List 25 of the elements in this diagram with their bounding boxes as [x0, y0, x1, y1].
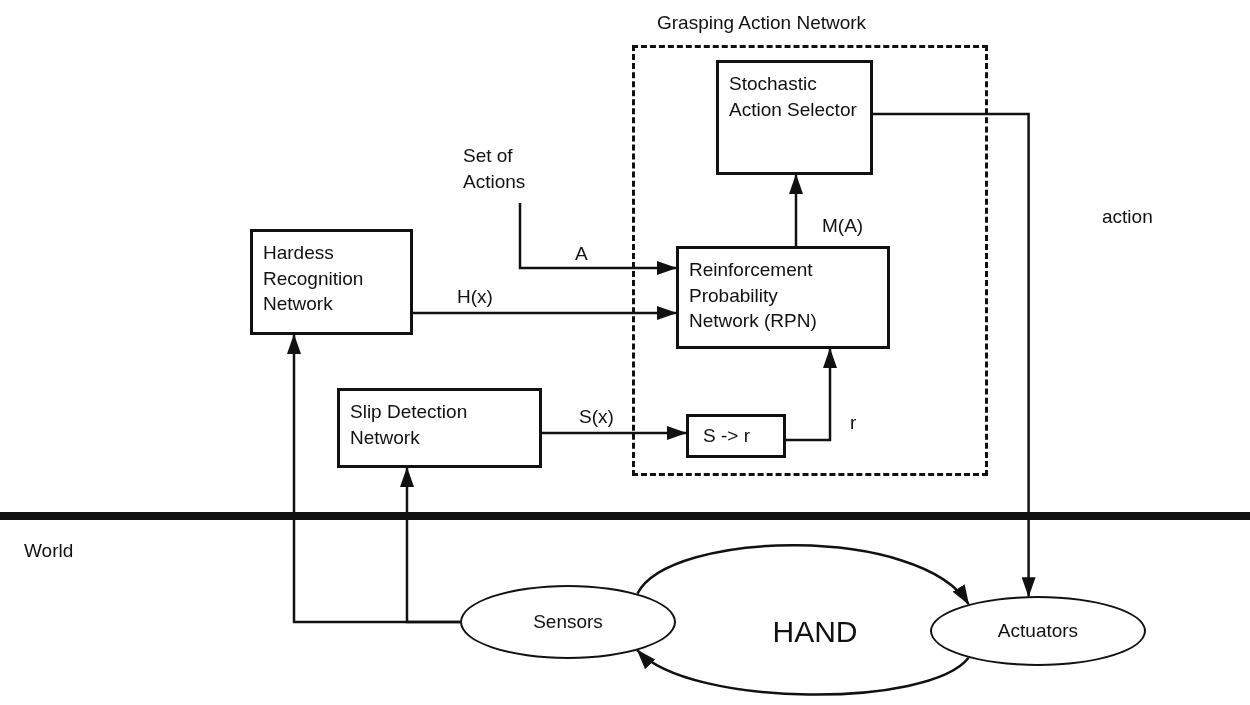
node-text: Stochastic Action Selector	[729, 72, 858, 122]
process-box	[686, 414, 786, 458]
node-text: S -> r	[703, 424, 751, 448]
arrow	[542, 426, 687, 440]
process-box	[250, 229, 413, 335]
arrow	[789, 174, 803, 246]
hand-label: HAND	[760, 610, 870, 654]
region-label: World	[24, 540, 74, 562]
arrow	[518, 203, 677, 275]
arrow	[873, 112, 1036, 598]
node-text: Sensors	[533, 610, 603, 635]
arrow	[400, 467, 460, 624]
arrow	[786, 348, 837, 442]
node-text: Reinforcement Probability Network (RPN)	[689, 258, 818, 334]
group-title: Grasping Action Network	[657, 11, 867, 35]
process-box	[337, 388, 542, 468]
node-text: Hardess Recognition Network	[263, 241, 365, 317]
input-label: Set of Actions	[463, 143, 573, 203]
node-text: Slip Detection Network	[350, 400, 469, 450]
arrow	[636, 544, 970, 606]
arrow	[636, 649, 970, 696]
process-box	[716, 60, 873, 175]
process-box	[676, 246, 890, 349]
node-text: Actuators	[997, 619, 1079, 644]
arrow	[413, 306, 677, 320]
